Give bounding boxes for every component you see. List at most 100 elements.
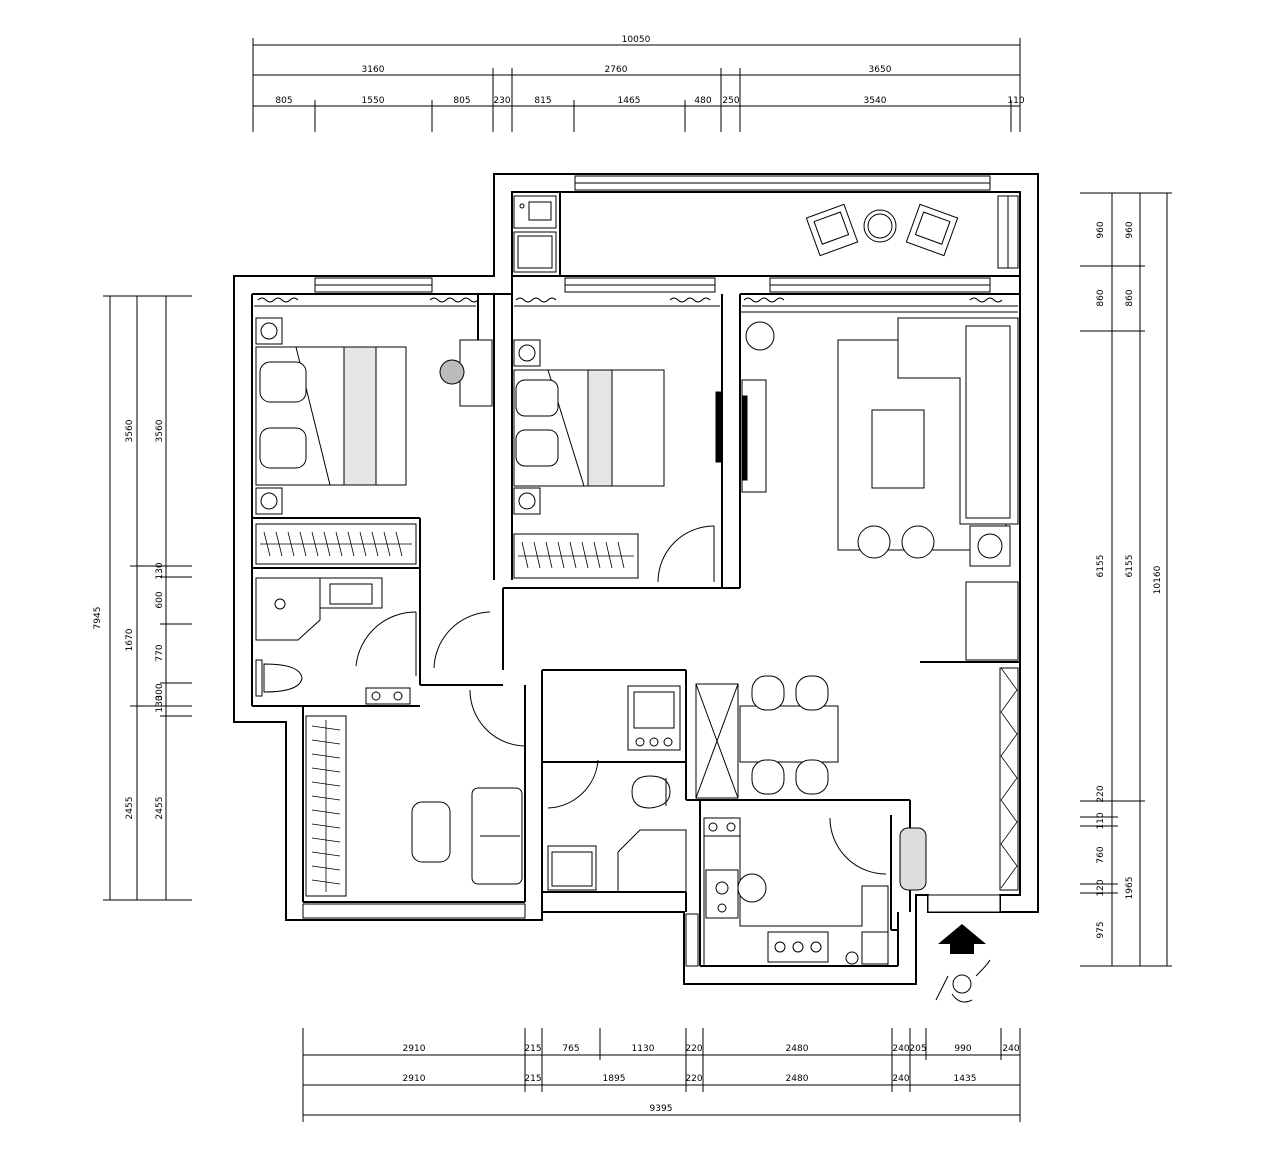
door-swing-kitchen xyxy=(829,817,887,875)
ottoman-2 xyxy=(901,525,935,559)
nightstand-2b xyxy=(513,487,541,515)
plant-living xyxy=(745,321,775,351)
dim-bottom-detail-9: 990 xyxy=(954,1044,971,1054)
person-icon xyxy=(935,959,991,1003)
nightstand-2a xyxy=(513,339,541,367)
dim-top-detail-10: 110 xyxy=(1007,96,1024,106)
washing-machine xyxy=(513,231,557,273)
door-swing-bedroom-1 xyxy=(433,611,491,669)
toilet-2 xyxy=(631,775,671,809)
lounge-chair-right xyxy=(905,203,959,257)
left-dimensions: 7945 3560 1670 2455 3560 130 600 770 130… xyxy=(93,295,192,901)
dim-right-mid-1: 960 xyxy=(1125,221,1135,238)
side-table xyxy=(863,209,897,243)
kitchen-counter xyxy=(703,817,889,967)
ottoman-1 xyxy=(857,525,891,559)
curtain-bedroom-1 xyxy=(257,297,479,303)
dim-bottom-detail-10: 240 xyxy=(1002,1044,1019,1054)
entry-cabinet xyxy=(999,667,1019,891)
dim-bottom-detail-6: 2480 xyxy=(786,1044,809,1054)
bedroom-2 xyxy=(513,339,722,583)
dim-left-detail-3: 600 xyxy=(155,591,165,608)
nightstand-1a xyxy=(255,317,283,345)
dim-bottom-mid-4: 220 xyxy=(685,1074,702,1084)
study xyxy=(305,689,527,897)
nightstand-1b xyxy=(255,487,283,515)
door-swing-bedroom-2 xyxy=(657,525,715,583)
bed-1-blanket xyxy=(343,346,377,486)
dim-top-detail-5: 815 xyxy=(534,96,551,106)
window-study xyxy=(302,903,526,919)
shower-corner-1 xyxy=(255,577,321,641)
dim-right-inner-4: 220 xyxy=(1096,785,1106,802)
walls xyxy=(233,173,1039,985)
windows xyxy=(302,175,991,967)
tv-bedroom-2 xyxy=(715,391,722,463)
dim-top-mid-2: 2760 xyxy=(605,65,628,75)
dim-left-detail-1: 3560 xyxy=(155,419,165,442)
dim-right-inner-8: 975 xyxy=(1096,921,1106,938)
toilet-1 xyxy=(255,659,303,697)
curtain-bedroom-2 xyxy=(515,297,711,303)
dim-bottom-detail-3: 765 xyxy=(562,1044,579,1054)
dim-top-detail-3: 805 xyxy=(453,96,470,106)
sofa-l-shape xyxy=(897,317,1019,525)
dining-chair-2 xyxy=(795,675,829,711)
dim-bottom-total: 9395 xyxy=(650,1104,673,1114)
curtains xyxy=(254,297,1018,313)
dim-bottom-mid-5: 2480 xyxy=(786,1074,809,1084)
dim-top-detail-6: 1465 xyxy=(618,96,641,106)
curtain-living xyxy=(743,297,1003,303)
dim-top-detail-1: 805 xyxy=(275,96,292,106)
dim-bottom-mid-2: 215 xyxy=(524,1074,541,1084)
tv-living xyxy=(741,395,748,481)
dim-right-inner-7: 120 xyxy=(1096,879,1106,896)
dim-top-detail-4: 230 xyxy=(493,96,510,106)
dining xyxy=(695,675,839,799)
stove xyxy=(767,931,829,963)
dim-right-inner-3: 6155 xyxy=(1096,555,1106,578)
bath-shelf-1 xyxy=(365,687,411,705)
dim-bottom-mid-1: 2910 xyxy=(403,1074,426,1084)
dim-bottom-detail-8: 205 xyxy=(909,1044,926,1054)
dim-bottom-mid-6: 240 xyxy=(892,1074,909,1084)
fridge-corner xyxy=(861,931,889,965)
entrance-door xyxy=(927,894,1001,913)
dining-table xyxy=(739,705,839,763)
pillow-2b xyxy=(515,429,559,467)
right-dimensions: 960 860 6155 220 110 760 120 975 960 860… xyxy=(1080,192,1172,967)
desk-1 xyxy=(459,339,493,407)
door-swing-bath-2 xyxy=(547,759,599,809)
door-swing-study xyxy=(469,689,527,747)
dim-left-detail-4: 770 xyxy=(155,644,165,661)
dim-top-detail-7: 480 xyxy=(694,96,711,106)
dim-right-mid-3: 6155 xyxy=(1125,555,1135,578)
dim-top-mid-1: 3160 xyxy=(362,65,385,75)
dim-right-mid-4: 1965 xyxy=(1125,877,1135,900)
dining-chair-3 xyxy=(751,759,785,795)
dim-top-detail-9: 3540 xyxy=(864,96,887,106)
dim-top-mid-3: 3650 xyxy=(869,65,892,75)
dim-bottom-detail-4: 1130 xyxy=(632,1044,655,1054)
side-table-living xyxy=(969,525,1011,567)
washer-2 xyxy=(547,845,597,891)
dim-left-detail-6: 300 xyxy=(155,683,165,700)
dim-left-detail-2: 130 xyxy=(155,562,165,579)
dim-right-inner-2: 860 xyxy=(1096,289,1106,306)
dim-right-inner-5: 110 xyxy=(1096,812,1106,829)
ottoman-study xyxy=(411,801,451,863)
dim-bottom-detail-2: 215 xyxy=(524,1044,541,1054)
dim-top-detail-2: 1550 xyxy=(362,96,385,106)
pillow-1b xyxy=(259,427,307,469)
desk-chair-1 xyxy=(439,359,465,385)
dim-bottom-detail-1: 2910 xyxy=(403,1044,426,1054)
dining-chair-4 xyxy=(795,759,829,795)
kitchen xyxy=(703,817,927,967)
coffee-table xyxy=(871,409,925,489)
dim-right-mid-2: 860 xyxy=(1125,289,1135,306)
dim-left-mid-1: 3560 xyxy=(125,419,135,442)
balcony-furniture xyxy=(513,195,1019,273)
trash-bin xyxy=(899,827,927,891)
dim-bottom-detail-5: 220 xyxy=(685,1044,702,1054)
